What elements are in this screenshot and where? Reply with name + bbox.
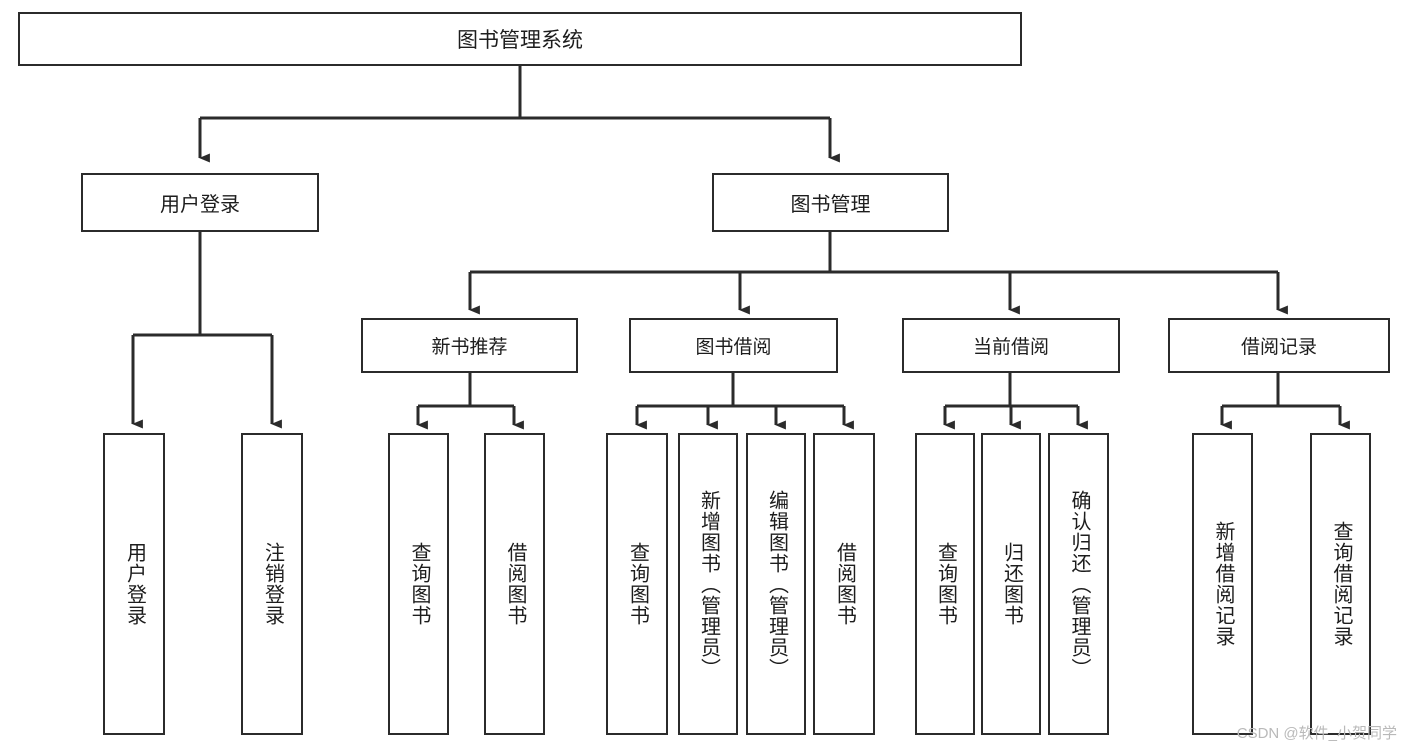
node-user-login-label: 用户登录: [160, 194, 240, 216]
leaf-borrow-book-2[interactable]: 借阅图书: [813, 433, 875, 735]
node-user-login[interactable]: 用户登录: [81, 173, 319, 232]
leaf-add-record-label: 新增借阅记录: [1212, 521, 1234, 647]
leaf-query-book-1[interactable]: 查询图书: [388, 433, 449, 735]
node-root-label: 图书管理系统: [457, 29, 583, 52]
leaf-add-record[interactable]: 新增借阅记录: [1192, 433, 1253, 735]
leaf-return-book[interactable]: 归还图书: [981, 433, 1041, 735]
leaf-user-login-label: 用户登录: [123, 542, 146, 626]
node-current-borrow-label: 当前借阅: [972, 337, 1049, 358]
node-book-manage[interactable]: 图书管理: [712, 173, 949, 232]
leaf-query-book-2-label: 查询图书: [626, 542, 649, 626]
node-new-book-recommend[interactable]: 新书推荐: [361, 318, 578, 373]
leaf-query-record-label: 查询借阅记录: [1330, 521, 1352, 647]
node-book-manage-label: 图书管理: [790, 194, 871, 216]
leaf-borrow-book-2-label: 借阅图书: [833, 542, 856, 626]
leaf-borrow-book-1[interactable]: 借阅图书: [484, 433, 545, 735]
leaf-return-book-label: 归还图书: [1000, 542, 1023, 626]
leaf-query-book-2[interactable]: 查询图书: [606, 433, 668, 735]
leaf-borrow-book-1-label: 借阅图书: [504, 542, 526, 626]
leaf-confirm-return-label: 确认归还（管理员）: [1068, 489, 1090, 679]
node-book-borrow[interactable]: 图书借阅: [629, 318, 838, 373]
leaf-add-book-label: 新增图书（管理员）: [697, 489, 720, 679]
node-new-book-recommend-label: 新书推荐: [431, 337, 508, 358]
node-root[interactable]: 图书管理系统: [18, 12, 1022, 66]
leaf-edit-book[interactable]: 编辑图书（管理员）: [746, 433, 806, 735]
node-book-borrow-label: 图书借阅: [695, 337, 772, 358]
watermark: CSDN @软件_小贺同学: [1236, 725, 1397, 742]
node-current-borrow[interactable]: 当前借阅: [902, 318, 1120, 373]
leaf-user-login[interactable]: 用户登录: [103, 433, 165, 735]
leaf-add-book[interactable]: 新增图书（管理员）: [678, 433, 738, 735]
leaf-query-record[interactable]: 查询借阅记录: [1310, 433, 1371, 735]
leaf-user-logout-label: 注销登录: [261, 542, 284, 626]
leaf-query-book-1-label: 查询图书: [408, 542, 430, 626]
leaf-user-logout[interactable]: 注销登录: [241, 433, 303, 735]
leaf-confirm-return[interactable]: 确认归还（管理员）: [1048, 433, 1109, 735]
leaf-query-book-3[interactable]: 查询图书: [915, 433, 975, 735]
leaf-edit-book-label: 编辑图书（管理员）: [765, 489, 788, 679]
leaf-query-book-3-label: 查询图书: [934, 542, 957, 626]
node-borrow-record-label: 借阅记录: [1240, 337, 1317, 358]
node-borrow-record[interactable]: 借阅记录: [1168, 318, 1390, 373]
